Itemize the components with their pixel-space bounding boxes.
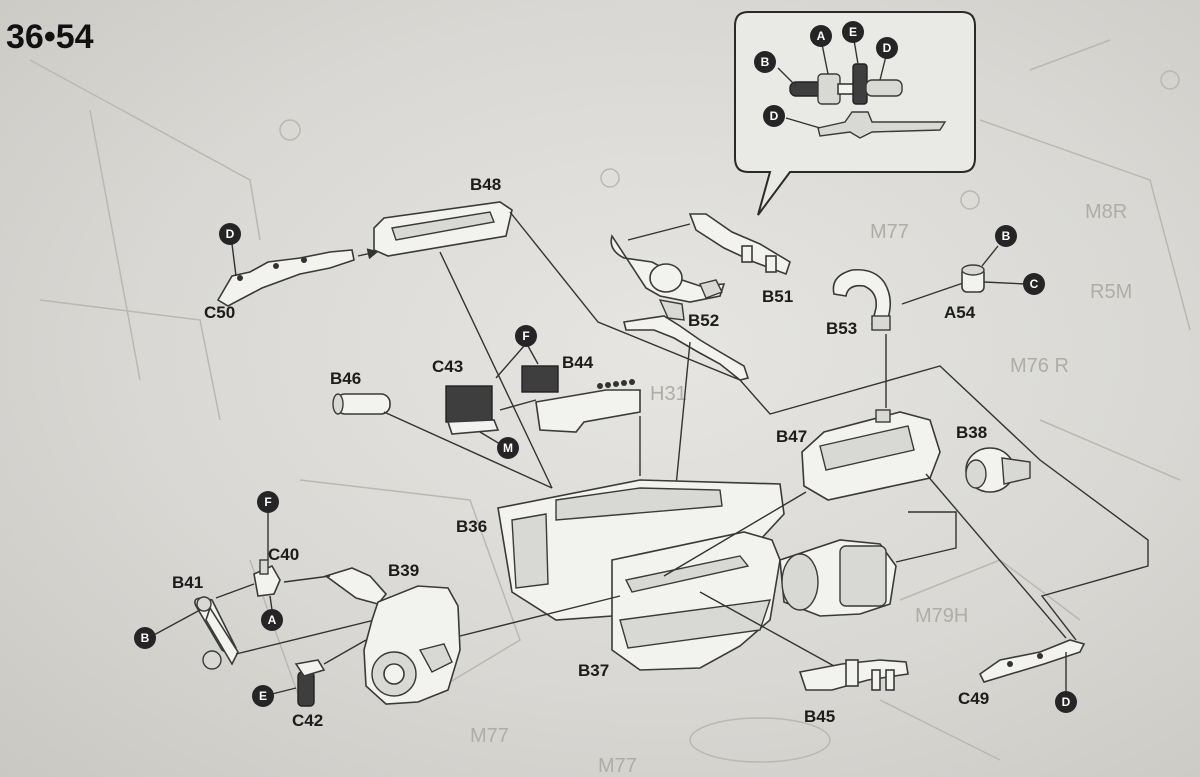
label-b51: B51 [762, 287, 793, 306]
part-b44 [521, 365, 641, 433]
svg-text:A: A [817, 29, 826, 43]
svg-text:M: M [503, 441, 513, 455]
badge-m: M [497, 437, 519, 459]
label-b45: B45 [804, 707, 835, 726]
label-c43: C43 [432, 357, 463, 376]
label-b46: B46 [330, 369, 361, 388]
badge-b-a54: B [995, 225, 1017, 247]
part-b47 [801, 409, 941, 501]
svg-text:D: D [770, 109, 779, 123]
part-b52 [610, 234, 750, 381]
svg-text:B: B [1002, 229, 1011, 243]
svg-text:E: E [259, 689, 267, 703]
label-a54: A54 [944, 303, 976, 322]
ghost-label-m79h: M79H [915, 605, 968, 627]
label-b39: B39 [388, 561, 419, 580]
svg-text:D: D [883, 41, 892, 55]
ghost-label-m77-bottom: M77 [470, 725, 509, 747]
label-b36: B36 [456, 517, 487, 536]
callout-badge-d-top: D [876, 37, 898, 59]
part-b53 [832, 268, 892, 331]
badge-b-left: B [134, 627, 156, 649]
svg-text:E: E [849, 25, 857, 39]
ghost-label-m77-bottom2: M77 [598, 755, 637, 777]
part-c40 [253, 559, 281, 597]
ghost-label-m76r: M76 R [1010, 355, 1069, 377]
svg-text:B: B [761, 55, 770, 69]
svg-text:D: D [226, 227, 235, 241]
badge-a-left: A [261, 609, 283, 631]
part-c49 [978, 639, 1086, 683]
badge-d-c50: D [219, 223, 241, 245]
label-c50: C50 [204, 303, 235, 322]
label-b37: B37 [578, 661, 609, 680]
part-b38 [965, 447, 1031, 493]
callout-bubble: B A E D D [734, 11, 976, 216]
callout-rod-assembly [789, 63, 947, 139]
label-b52: B52 [688, 311, 719, 330]
part-b48 [373, 201, 513, 257]
part-b45 [798, 659, 909, 691]
background-ghost-layer: M77 M8R R5M M76 R H31 M79H M77 M77 [29, 39, 1191, 777]
ghost-label-r5m: R5M [1090, 281, 1132, 303]
svg-text:D: D [1062, 695, 1071, 709]
svg-text:B: B [141, 631, 150, 645]
svg-text:F: F [264, 495, 271, 509]
part-a54 [961, 264, 985, 293]
label-b44: B44 [562, 353, 594, 372]
label-b47: B47 [776, 427, 807, 446]
ghost-label-m77-top: M77 [870, 221, 909, 243]
part-b41 [194, 596, 239, 670]
label-b53: B53 [826, 319, 857, 338]
svg-text:F: F [522, 329, 529, 343]
callout-badge-b: B [754, 51, 776, 73]
engine-pump-assembly [779, 539, 897, 617]
svg-text:C: C [1030, 277, 1039, 291]
label-b38: B38 [956, 423, 987, 442]
callout-badge-a: A [810, 25, 832, 47]
label-b41: B41 [172, 573, 203, 592]
ghost-label-h31: H31 [650, 383, 687, 405]
badge-f-top: F [515, 325, 537, 347]
label-c42: C42 [292, 711, 323, 730]
part-b39 [324, 567, 461, 705]
part-b37 [611, 531, 781, 671]
part-c50 [216, 249, 355, 307]
part-b46 [332, 393, 391, 415]
label-c49: C49 [958, 689, 989, 708]
badge-c-a54: C [1023, 273, 1045, 295]
label-c40: C40 [268, 545, 299, 564]
label-b48: B48 [470, 175, 501, 194]
badge-e-left: E [252, 685, 274, 707]
part-c42 [294, 659, 326, 707]
part-c43 [445, 385, 500, 435]
ghost-label-m8r: M8R [1085, 201, 1127, 223]
callout-badge-d-bottom: D [763, 105, 785, 127]
svg-text:A: A [268, 613, 277, 627]
part-b36 [497, 479, 785, 621]
badge-d-c49: D [1055, 691, 1077, 713]
badge-f-left: F [257, 491, 279, 513]
part-b51 [688, 213, 791, 276]
step-range-title: 36•54 [6, 18, 94, 56]
callout-badge-e: E [842, 21, 864, 43]
